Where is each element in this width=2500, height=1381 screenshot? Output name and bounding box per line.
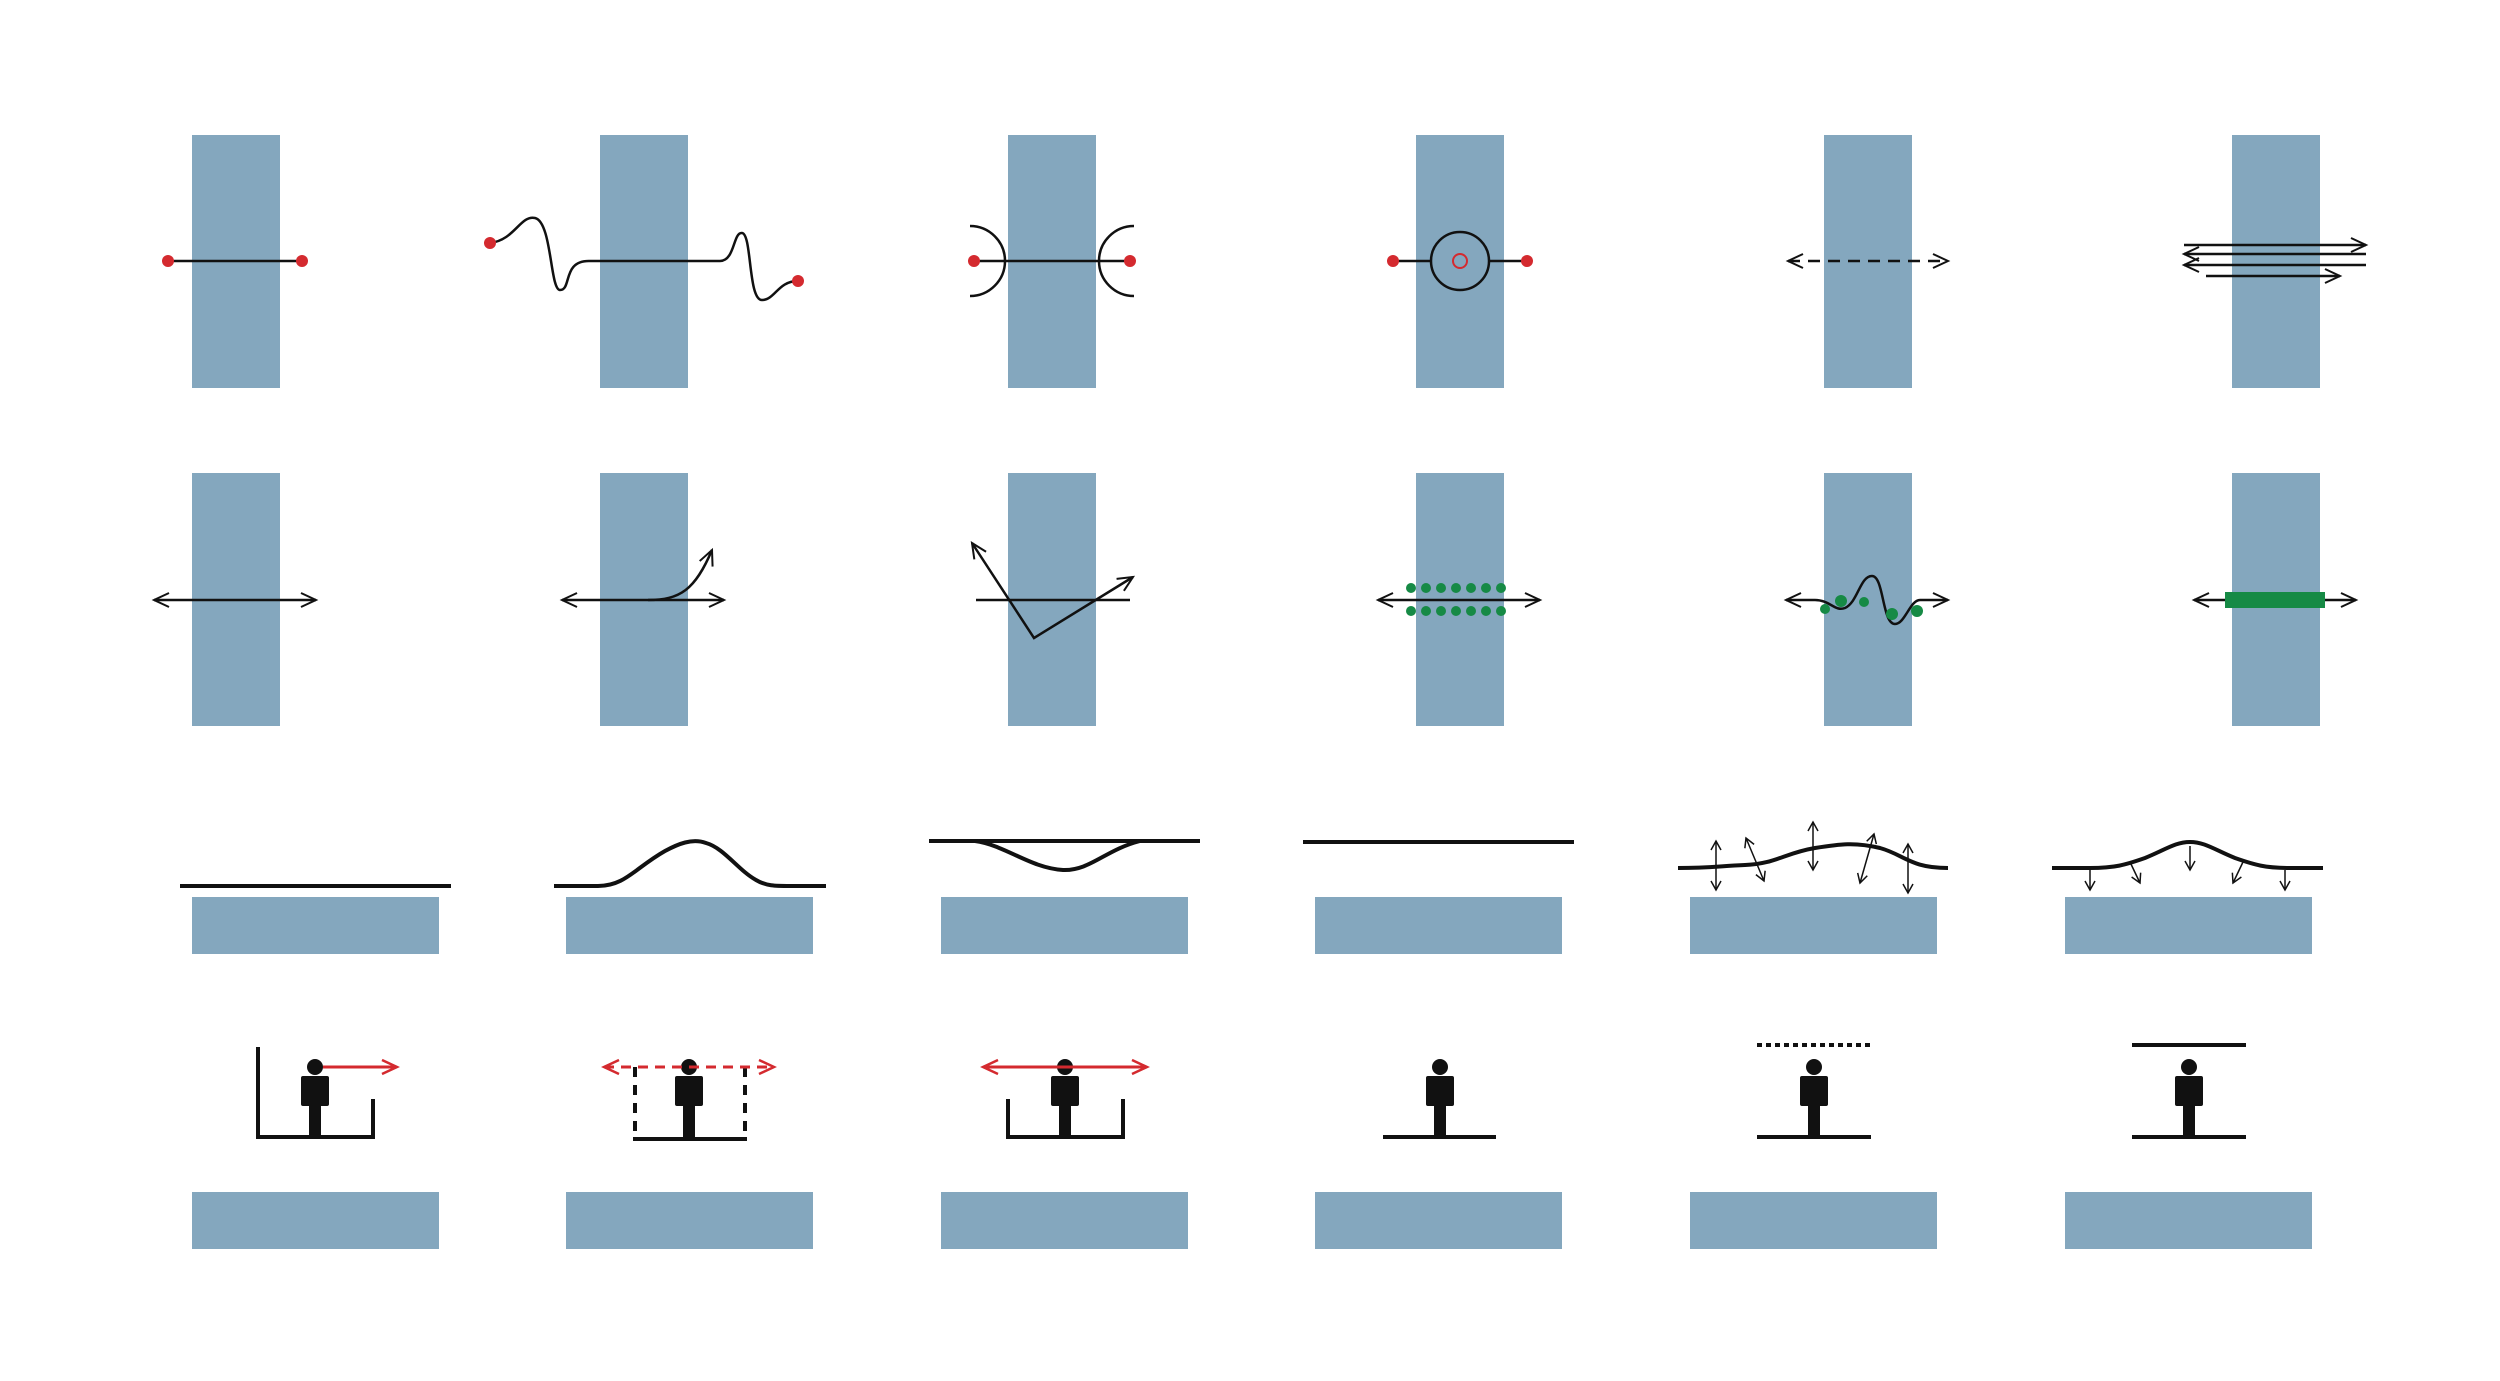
panel-double-arrow [151, 473, 319, 726]
wavy-line [489, 216, 799, 302]
panel-wavy-line-red-dots [484, 135, 804, 388]
dip-line [974, 839, 1141, 873]
endpoint-dot [484, 237, 496, 249]
green-bar [2225, 592, 2325, 608]
panel-person-dotted-ceiling [1690, 1043, 1937, 1249]
green-dot-row-top [1406, 583, 1506, 593]
slab [566, 1192, 813, 1249]
panel-surface-outward-normals [1677, 820, 1949, 954]
person-icon [1426, 1059, 1454, 1137]
normal-arrows [1710, 820, 1914, 895]
green-dot-row-bottom [1406, 606, 1506, 616]
endpoint-dot [1387, 255, 1399, 267]
surface-line [2052, 839, 2323, 870]
panel-person-on-platform [1315, 1059, 1562, 1249]
reflected-arrow [970, 541, 1136, 640]
panel-dashed-double-arrow [1785, 135, 1951, 388]
slab [941, 897, 1188, 954]
endpoint-dot [296, 255, 308, 267]
outer-circle [1429, 230, 1491, 292]
left-cap [969, 224, 1007, 298]
panel-bump-surface [554, 839, 826, 954]
panel-person-solid-ceiling [2065, 1043, 2312, 1249]
person-icon [2175, 1059, 2203, 1137]
panel-arrow-green-dots [1375, 473, 1543, 726]
panel-wave-green-dots [1783, 473, 1951, 726]
slab [192, 897, 439, 954]
panel-line-through-circle [1387, 135, 1533, 388]
downward-arrows [2084, 846, 2291, 892]
panel-surface-downward-arrows [2052, 839, 2323, 954]
panel-arrow-green-bar [2191, 473, 2359, 726]
surface-line [554, 839, 826, 888]
endpoint-dot [792, 275, 804, 287]
endpoint-dot [1521, 255, 1533, 267]
person-icon [1051, 1059, 1079, 1137]
endpoint-dot [162, 255, 174, 267]
panel-person-dashed-box [566, 1058, 813, 1249]
endpoint-dot [1124, 255, 1136, 267]
person-icon [1800, 1059, 1828, 1137]
wave-arrow [1783, 574, 1951, 626]
slab [1690, 897, 1937, 954]
green-dot [1886, 608, 1898, 620]
slab [1315, 1192, 1562, 1249]
slab [2232, 135, 2320, 388]
slab [566, 897, 813, 954]
slab [941, 1192, 1188, 1249]
green-dot [1820, 604, 1830, 614]
panel-person-in-box-arrow [192, 1047, 439, 1249]
inner-red-circle [1452, 253, 1468, 269]
slab [2065, 1192, 2312, 1249]
panel-raised-flat-surface [1303, 840, 1574, 954]
person-icon [675, 1059, 703, 1139]
slab [192, 1192, 439, 1249]
curved-arrow [647, 547, 714, 602]
panel-dip-surface [929, 839, 1200, 954]
panel-multiple-arrows [2181, 135, 2369, 388]
right-cap [1097, 224, 1135, 298]
green-dot [1835, 595, 1847, 607]
panel-person-low-box-arrows [941, 1058, 1188, 1249]
green-dot [1859, 597, 1869, 607]
panel-line-with-caps [968, 135, 1136, 388]
panel-curved-arrow [559, 473, 727, 726]
panel-flat-surface [180, 884, 451, 954]
slab [2065, 897, 2312, 954]
panel-reflected-arrow [970, 473, 1136, 726]
slab [1315, 897, 1562, 954]
panel-line-red-dots [162, 135, 308, 388]
slab [1690, 1192, 1937, 1249]
person-icon [301, 1059, 329, 1137]
green-dot [1911, 605, 1923, 617]
endpoint-dot [968, 255, 980, 267]
